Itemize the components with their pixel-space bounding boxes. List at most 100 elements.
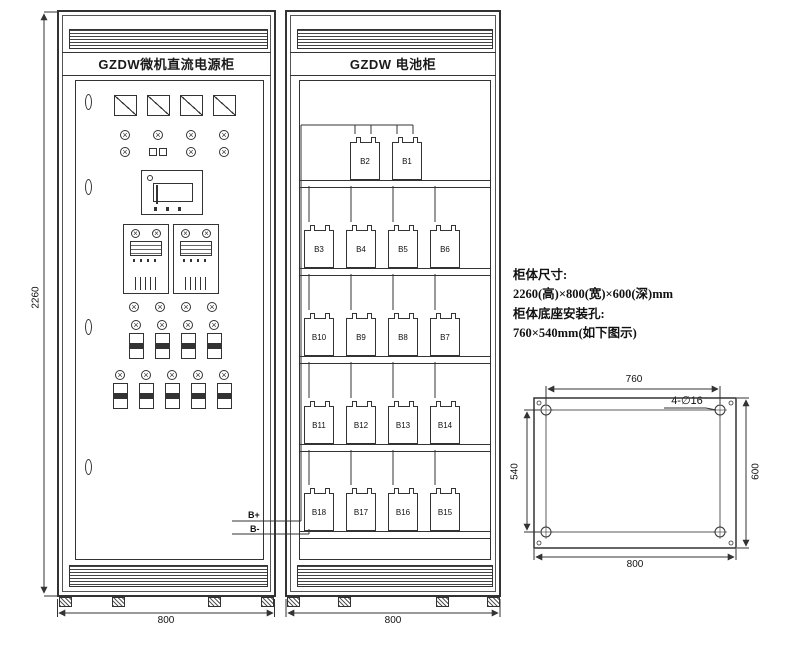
dim-base-width: 800 — [626, 559, 644, 570]
dim-holes-height: 540 — [509, 463, 521, 480]
battery-terminal — [451, 313, 456, 319]
circuit-breaker — [139, 383, 154, 409]
cabinet-foot — [112, 597, 125, 607]
battery-label: B10 — [311, 332, 327, 342]
door-handle — [85, 94, 92, 110]
door-handle — [85, 459, 92, 475]
note-size-label: 柜体尺寸: — [513, 268, 568, 282]
battery-b9: B9 — [346, 313, 376, 356]
battery-terminal — [310, 313, 315, 319]
battery-shelf — [299, 444, 491, 452]
battery-b8: B8 — [388, 313, 418, 356]
indicator-lamp — [120, 130, 130, 140]
battery-shelf — [299, 356, 491, 364]
cabinet-foot — [287, 597, 300, 607]
cabinet-title: GZDW微机直流电源柜 — [62, 52, 271, 76]
battery-terminal — [367, 488, 372, 494]
indicator-lamp — [183, 320, 193, 330]
battery-label: B5 — [398, 244, 408, 254]
indicator-lamp — [115, 370, 125, 380]
analog-meter — [114, 95, 137, 116]
indicator-lamp — [219, 370, 229, 380]
battery-terminal — [325, 313, 330, 319]
analog-meter — [180, 95, 203, 116]
battery-shelf — [299, 531, 491, 539]
dim-cabinet-height: 2260 — [30, 286, 42, 309]
battery-terminal — [310, 225, 315, 231]
battery-b17: B17 — [346, 488, 376, 531]
dim-holes-width: 760 — [625, 374, 643, 385]
indicator-lamp — [129, 302, 139, 312]
cabinet-door — [75, 80, 264, 560]
circuit-breaker — [191, 383, 206, 409]
battery-shelf — [299, 180, 491, 188]
monitor-screen-inner — [156, 185, 158, 204]
indicator-lamp — [131, 229, 140, 238]
analog-meter — [147, 95, 170, 116]
battery-terminal — [325, 225, 330, 231]
indicator-lamp — [209, 320, 219, 330]
battery-b7: B7 — [430, 313, 460, 356]
circuit-breaker — [113, 383, 128, 409]
terminal-label-positive: B+ — [248, 510, 260, 520]
indicator-lamp — [202, 229, 211, 238]
indicator-lamp — [193, 370, 203, 380]
battery-terminal — [352, 401, 357, 407]
battery-terminal — [436, 488, 441, 494]
battery-terminal — [356, 137, 361, 143]
indicator-lamp — [131, 320, 141, 330]
battery-terminal — [367, 225, 372, 231]
indicator-lamp — [207, 302, 217, 312]
battery-terminal — [398, 137, 403, 143]
base-mounting-diagram — [523, 385, 750, 561]
circuit-breaker — [165, 383, 180, 409]
charger-module — [123, 224, 169, 294]
battery-label: B13 — [395, 420, 411, 430]
indicator-lamp — [141, 370, 151, 380]
battery-terminal — [409, 401, 414, 407]
charger-module — [173, 224, 219, 294]
indicator-lamp — [186, 147, 196, 157]
battery-terminal — [451, 488, 456, 494]
battery-cabinet: GZDW 电池柜 B2 B1 B3 B4 B5 B6 B10 B9 B8 B7 … — [285, 10, 501, 597]
battery-terminal — [394, 488, 399, 494]
battery-terminal — [394, 313, 399, 319]
module-lamps — [131, 229, 161, 238]
holes-callout: 4-∅16 — [671, 395, 703, 407]
battery-terminal — [451, 225, 456, 231]
selector-switch — [159, 148, 167, 156]
battery-b4: B4 — [346, 225, 376, 268]
cabinet-foot — [208, 597, 221, 607]
dc-power-cabinet: GZDW微机直流电源柜 — [57, 10, 276, 597]
battery-label: B17 — [353, 507, 369, 517]
battery-terminal — [436, 401, 441, 407]
monitor-unit — [141, 170, 203, 215]
battery-terminal — [451, 401, 456, 407]
cabinet-foot — [59, 597, 72, 607]
battery-label: B9 — [356, 332, 366, 342]
battery-b1: B1 — [392, 137, 422, 180]
battery-terminal — [325, 488, 330, 494]
door-handle — [85, 319, 92, 335]
battery-terminal — [394, 401, 399, 407]
battery-compartment — [299, 80, 491, 560]
indicator-lamp — [219, 130, 229, 140]
vent-grille-top — [297, 29, 493, 49]
vent-grille-top — [69, 29, 268, 49]
module-buttons — [183, 259, 209, 262]
battery-terminal — [371, 137, 376, 143]
battery-shelf — [299, 268, 491, 276]
module-pins — [135, 277, 157, 290]
battery-label: B4 — [356, 244, 366, 254]
indicator-lamp — [157, 320, 167, 330]
monitor-screen — [153, 183, 193, 204]
battery-b5: B5 — [388, 225, 418, 268]
cabinet-foot — [487, 597, 500, 607]
cabinet-foot — [436, 597, 449, 607]
dim-left-cabinet-width: 800 — [157, 615, 175, 626]
indicator-lamp — [181, 302, 191, 312]
door-handle — [85, 179, 92, 195]
battery-label: B14 — [437, 420, 453, 430]
battery-terminal — [367, 313, 372, 319]
